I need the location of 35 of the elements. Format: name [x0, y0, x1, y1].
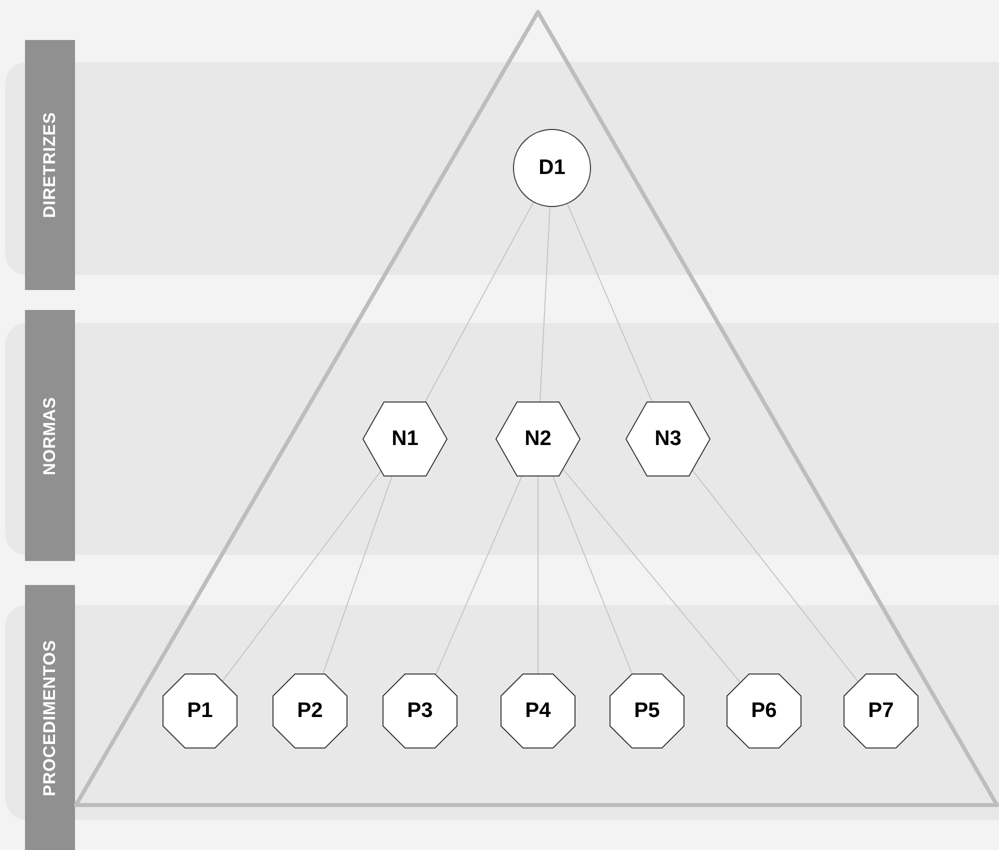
node-label: P5: [633, 699, 661, 723]
procedure-octagon: [163, 674, 237, 748]
connector-line: [539, 206, 550, 402]
node-label: P6: [750, 699, 778, 723]
connector-line: [424, 202, 534, 402]
node-label: P3: [406, 699, 434, 723]
procedure-octagon: [844, 674, 918, 748]
level-band: [5, 585, 999, 850]
node-label: N1: [390, 427, 420, 451]
norm-hexagon: [363, 402, 447, 476]
connector-line: [435, 476, 522, 676]
directive-circle: [513, 129, 591, 207]
connector-line: [562, 468, 741, 684]
procedure-octagon: [610, 674, 684, 748]
procedure-octagon: [383, 674, 457, 748]
procedure-octagon: [501, 674, 575, 748]
connector-line: [552, 476, 633, 674]
node-label: D1: [538, 156, 566, 180]
procedure-octagon: [727, 674, 801, 748]
norm-hexagon: [626, 402, 710, 476]
node-label: N2: [524, 427, 552, 451]
connector-line: [566, 203, 653, 402]
connector-line: [322, 476, 393, 674]
connector-line: [222, 470, 382, 682]
node-label: P4: [524, 699, 552, 723]
norm-hexagon: [496, 402, 580, 476]
procedure-octagon: [273, 674, 347, 748]
node-label: N3: [654, 427, 682, 451]
node-label: P2: [296, 699, 324, 723]
connector-line: [692, 470, 859, 682]
node-label: P1: [186, 699, 214, 723]
node-label: P7: [867, 699, 895, 723]
level-label: DIRETRIZES: [25, 40, 75, 290]
level-label: PROCEDIMENTOS: [25, 585, 75, 850]
level-label: NORMAS: [25, 310, 75, 561]
